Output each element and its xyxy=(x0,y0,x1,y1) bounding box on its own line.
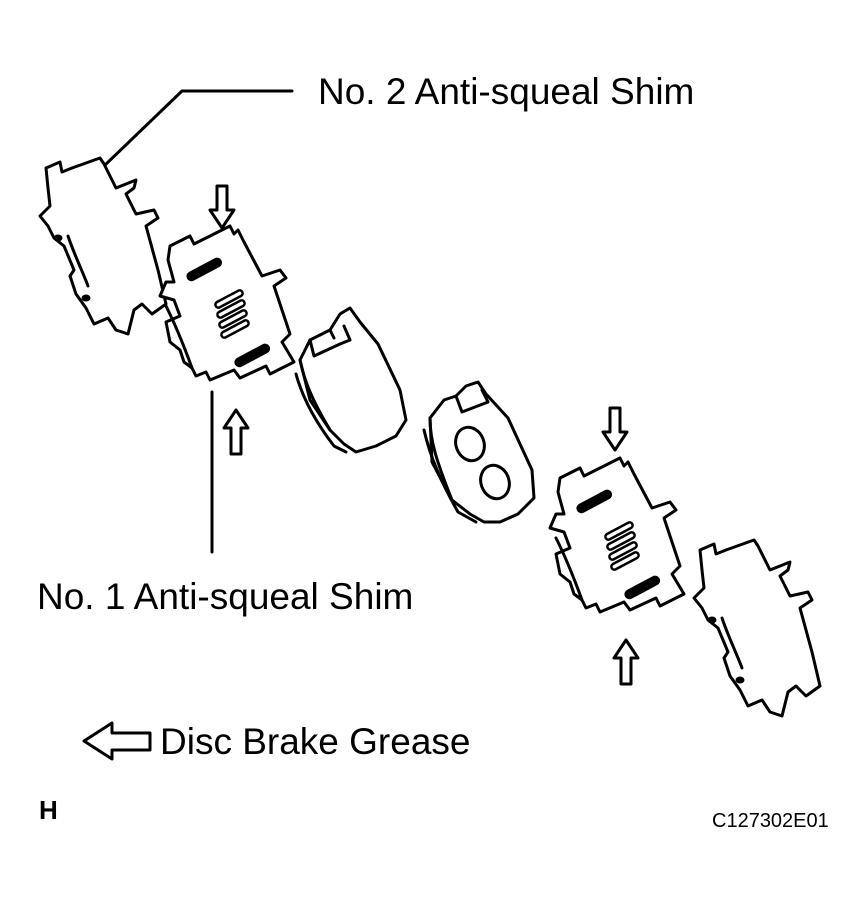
legend-disc-brake-grease: Disc Brake Grease xyxy=(160,721,471,762)
no2-anti-squeal-shim-right xyxy=(692,538,822,718)
no2-anti-squeal-shim-left xyxy=(38,156,168,336)
label-no2-anti-squeal-shim: No. 2 Anti-squeal Shim xyxy=(318,71,695,112)
brake-pad-right xyxy=(422,380,536,524)
no1-anti-squeal-shim-right xyxy=(548,456,686,614)
grease-arrow-icon xyxy=(222,408,250,456)
hollow-left-arrow-icon xyxy=(82,721,152,761)
grease-arrow-icon xyxy=(601,406,629,452)
label-no1-anti-squeal-shim: No. 1 Anti-squeal Shim xyxy=(37,576,414,617)
grease-arrow-icon xyxy=(208,184,236,230)
grease-arrow-icon xyxy=(612,638,640,686)
no1-anti-squeal-shim-left xyxy=(158,224,296,382)
figure-code: C127302E01 xyxy=(712,810,829,832)
corner-mark: H xyxy=(39,795,58,825)
leader-line-no2 xyxy=(102,89,294,168)
brake-pad-left xyxy=(294,306,408,454)
